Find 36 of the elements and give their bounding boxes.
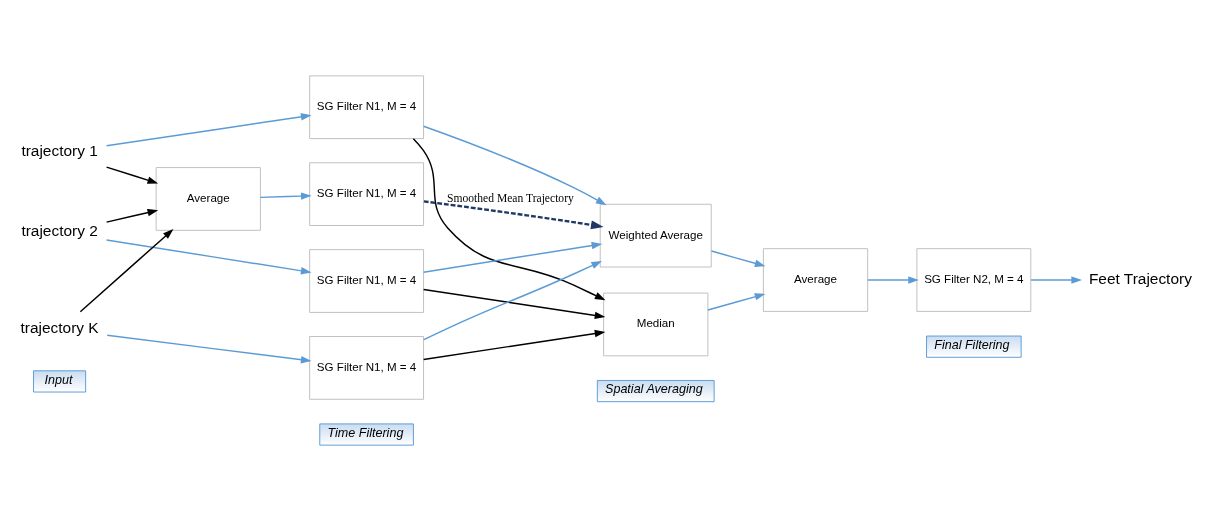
node-text: trajectory 2 bbox=[21, 222, 98, 240]
arrow bbox=[105, 113, 312, 147]
node-text: trajectory 1 bbox=[21, 142, 98, 160]
node-box: SG Filter N1, M = 4 bbox=[309, 336, 425, 400]
node-box: Spatial Averaging bbox=[596, 379, 715, 403]
arrow bbox=[422, 125, 607, 206]
node-text: trajectory K bbox=[20, 318, 99, 336]
node-box: Weighted Average bbox=[599, 203, 712, 268]
node-text: Feet Trajectory bbox=[1088, 269, 1192, 287]
node-box: Median bbox=[603, 292, 709, 357]
arrow bbox=[707, 293, 766, 311]
node-box: SG Filter N2, M = 4 bbox=[916, 248, 1032, 312]
node-box: SG Filter N1, M = 4 bbox=[309, 249, 425, 313]
arrow bbox=[105, 166, 159, 184]
arrow bbox=[259, 192, 312, 200]
node-box: Average bbox=[762, 248, 869, 312]
arrow bbox=[105, 209, 159, 223]
arrow bbox=[105, 239, 312, 275]
edge-label: Smoothed Mean Trajectory bbox=[447, 192, 574, 206]
arrow bbox=[79, 229, 174, 313]
node-box: Average bbox=[155, 167, 261, 231]
node-box: SG Filter N1, M = 4 bbox=[309, 75, 425, 140]
arrow bbox=[710, 250, 766, 267]
node-box: Final Filtering bbox=[926, 335, 1022, 358]
node-box: SG Filter N1, M = 4 bbox=[309, 162, 425, 226]
arrow bbox=[1030, 276, 1083, 284]
arrow bbox=[412, 137, 606, 301]
node-box: Input bbox=[33, 370, 87, 393]
node-box: Time Filtering bbox=[319, 423, 414, 446]
arrow bbox=[423, 200, 604, 230]
arrow bbox=[423, 260, 603, 341]
arrow bbox=[106, 334, 312, 364]
arrow bbox=[866, 276, 919, 284]
arrow bbox=[422, 241, 603, 273]
arrow bbox=[422, 288, 606, 320]
arrow bbox=[422, 329, 606, 361]
